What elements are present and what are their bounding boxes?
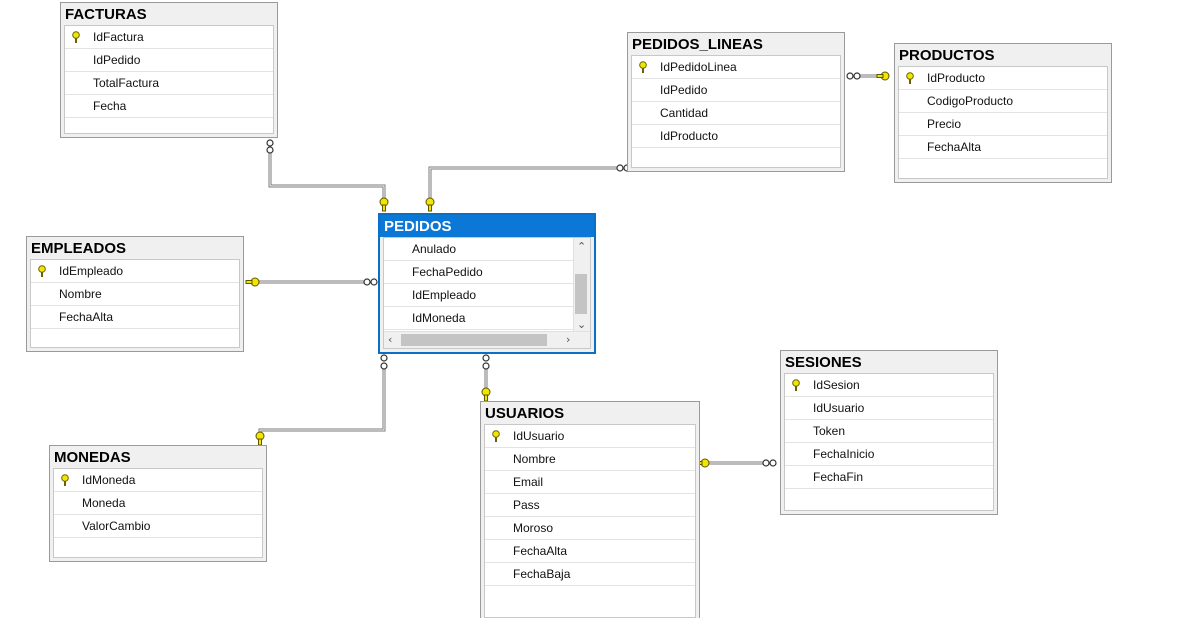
table-title[interactable]: EMPLEADOS [31,240,127,257]
column-row[interactable]: IdEmpleado [31,260,239,283]
column-row[interactable]: Nombre [485,448,695,471]
columns-list: IdMoneda Moneda ValorCambio [53,468,263,558]
key-connector-icon [876,71,890,81]
key-connector-icon [379,197,389,212]
key-icon [61,474,69,486]
key-icon [492,430,500,442]
column-row[interactable]: FechaInicio [785,443,993,466]
table-title[interactable]: PRODUCTOS [899,47,995,64]
horizontal-scrollbar[interactable]: ‹ › [384,331,590,348]
column-row[interactable]: Fecha [65,95,273,118]
columns-list: IdUsuario Nombre Email Pass Moroso Fecha… [484,424,696,618]
column-row[interactable]: Cantidad [632,102,840,125]
key-connector-icon [245,277,260,287]
column-row[interactable]: FechaPedido [384,261,590,284]
column-row[interactable]: Anulado [384,238,590,261]
table-pedidos-lineas[interactable]: PEDIDOS_LINEAS IdPedidoLinea IdPedido Ca… [627,32,845,172]
column-row[interactable]: IdPedido [632,79,840,102]
column-row[interactable]: TotalFactura [65,72,273,95]
key-icon [72,31,80,43]
key-icon [38,265,46,277]
column-row[interactable]: FechaFin [785,466,993,489]
column-row[interactable]: Moneda [54,492,262,515]
column-row[interactable]: IdMoneda [384,307,590,330]
columns-list: IdPedidoLinea IdPedido Cantidad IdProduc… [631,55,841,168]
key-connector-icon [481,387,491,402]
table-pedidos[interactable]: PEDIDOS Anulado FechaPedido IdEmpleado I… [378,213,596,354]
key-icon [639,61,647,73]
column-row[interactable]: IdSesion [785,374,993,397]
column-row[interactable]: IdEmpleado [384,284,590,307]
table-title[interactable]: PEDIDOS [380,215,594,237]
table-facturas[interactable]: FACTURAS IdFactura IdPedido TotalFactura… [60,2,278,138]
table-productos[interactable]: PRODUCTOS IdProducto CodigoProducto Prec… [894,43,1112,183]
key-icon [906,72,914,84]
column-row[interactable]: IdUsuario [485,425,695,448]
columns-list: Anulado FechaPedido IdEmpleado IdMoneda … [383,237,591,349]
key-icon [792,379,800,391]
columns-list: IdEmpleado Nombre FechaAlta [30,259,240,348]
column-row[interactable]: ValorCambio [54,515,262,538]
scroll-left-icon[interactable]: ‹ [388,333,393,346]
table-title[interactable]: MONEDAS [54,449,131,466]
infinity-connector-icon [846,72,861,80]
key-connector-icon [255,431,265,446]
column-row[interactable]: Email [485,471,695,494]
infinity-connector-icon [762,459,777,467]
horizontal-scroll-thumb[interactable] [401,334,547,346]
relationship-monedas-pedidos [258,368,386,437]
relationship-pedidos-lineas [428,166,620,205]
column-row[interactable]: IdPedidoLinea [632,56,840,79]
columns-list: IdProducto CodigoProducto Precio FechaAl… [898,66,1108,179]
scroll-right-icon[interactable]: › [566,333,571,346]
table-sesiones[interactable]: SESIONES IdSesion IdUsuario Token FechaI… [780,350,998,515]
column-row[interactable]: Pass [485,494,695,517]
table-empleados[interactable]: EMPLEADOS IdEmpleado Nombre FechaAlta [26,236,244,352]
infinity-connector-icon [266,139,274,154]
column-row[interactable]: IdPedido [65,49,273,72]
columns-list: IdSesion IdUsuario Token FechaInicio Fec… [784,373,994,511]
infinity-connector-icon [363,278,378,286]
column-row[interactable]: IdUsuario [785,397,993,420]
column-row[interactable]: FechaAlta [31,306,239,329]
column-row[interactable]: FechaAlta [899,136,1107,159]
column-row[interactable]: IdProducto [899,67,1107,90]
infinity-connector-icon [380,354,388,370]
scroll-up-icon[interactable]: ⌃ [577,240,587,253]
table-usuarios[interactable]: USUARIOS IdUsuario Nombre Email Pass Mor… [480,401,700,618]
column-row[interactable]: CodigoProducto [899,90,1107,113]
column-row[interactable]: Precio [899,113,1107,136]
scroll-down-icon[interactable]: ⌄ [577,318,587,331]
column-row[interactable]: IdMoneda [54,469,262,492]
vertical-scroll-thumb[interactable] [575,274,587,314]
vertical-scrollbar[interactable]: ⌃ ⌄ [573,238,590,333]
column-row[interactable]: IdProducto [632,125,840,148]
infinity-connector-icon [482,354,490,370]
key-connector-icon [425,197,435,212]
table-title[interactable]: PEDIDOS_LINEAS [632,36,763,53]
column-row[interactable]: FechaBaja [485,563,695,586]
columns-list: IdFactura IdPedido TotalFactura Fecha [64,25,274,134]
table-monedas[interactable]: MONEDAS IdMoneda Moneda ValorCambio [49,445,267,562]
column-row[interactable]: IdFactura [65,26,273,49]
table-title[interactable]: FACTURAS [65,6,147,23]
column-row[interactable]: FechaAlta [485,540,695,563]
relationship-facturas-pedidos [268,150,386,205]
table-title[interactable]: USUARIOS [485,405,565,422]
column-row[interactable]: Moroso [485,517,695,540]
table-title[interactable]: SESIONES [785,354,862,371]
column-row[interactable]: Nombre [31,283,239,306]
column-row[interactable]: Token [785,420,993,443]
